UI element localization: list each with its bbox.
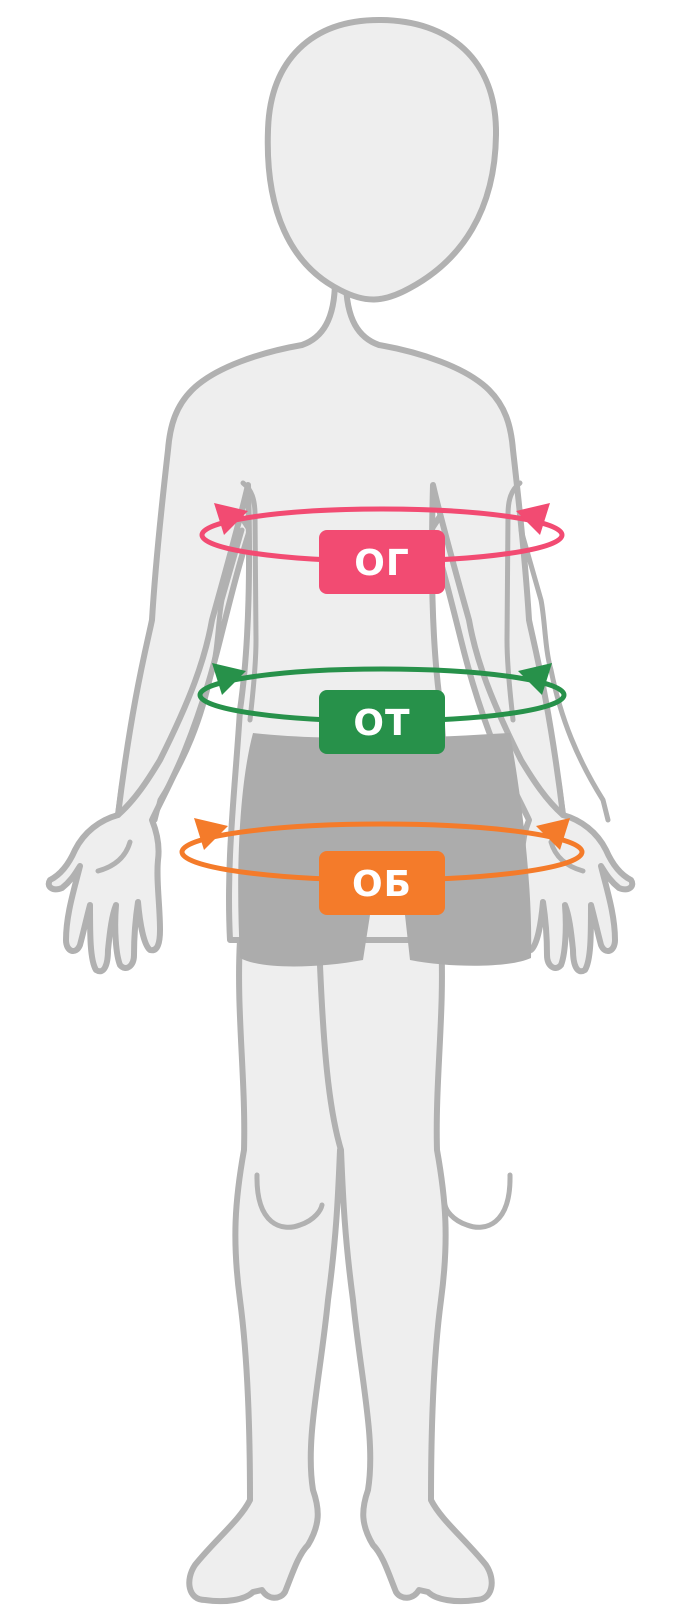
right-leg (319, 940, 492, 1601)
hips-label: ОБ (352, 864, 412, 905)
head (268, 20, 496, 300)
waist-label: ОТ (353, 703, 410, 744)
chest-label: ОГ (354, 543, 410, 584)
